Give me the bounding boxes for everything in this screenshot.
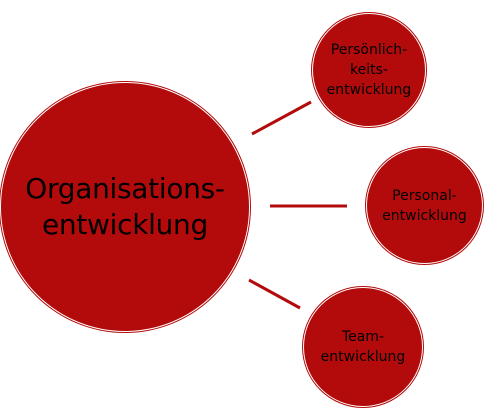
node-text: Persönlich- keits- entwicklung	[327, 40, 412, 100]
connector-persoenlichkeit	[251, 100, 312, 136]
connector-team	[248, 278, 301, 310]
node-organisationsentwicklung: Organisations- entwicklung	[0, 82, 250, 332]
node-main-line-2: entwicklung	[41, 208, 208, 241]
node-teamentwicklung: Team- entwicklung	[303, 287, 423, 407]
node-personalentwicklung: Personal- entwicklung	[366, 147, 483, 264]
node-1-line-1: Persönlich-	[330, 42, 408, 58]
node-1-line-3: entwicklung	[326, 82, 412, 98]
node-1-line-2: keits-	[350, 62, 388, 78]
node-2-line-2: entwicklung	[382, 207, 467, 224]
node-3-line-2: entwicklung	[320, 349, 406, 365]
node-persoenlichkeitsentwicklung: Persönlich- keits- entwicklung	[312, 13, 426, 127]
node-main-line-1: Organisations-	[25, 172, 225, 205]
node-2-line-1: Personal-	[392, 187, 457, 204]
node-text: Organisations- entwicklung	[25, 171, 225, 243]
node-text: Team- entwicklung	[321, 327, 406, 367]
node-text: Personal- entwicklung	[382, 186, 467, 226]
node-3-line-1: Team-	[341, 329, 385, 345]
